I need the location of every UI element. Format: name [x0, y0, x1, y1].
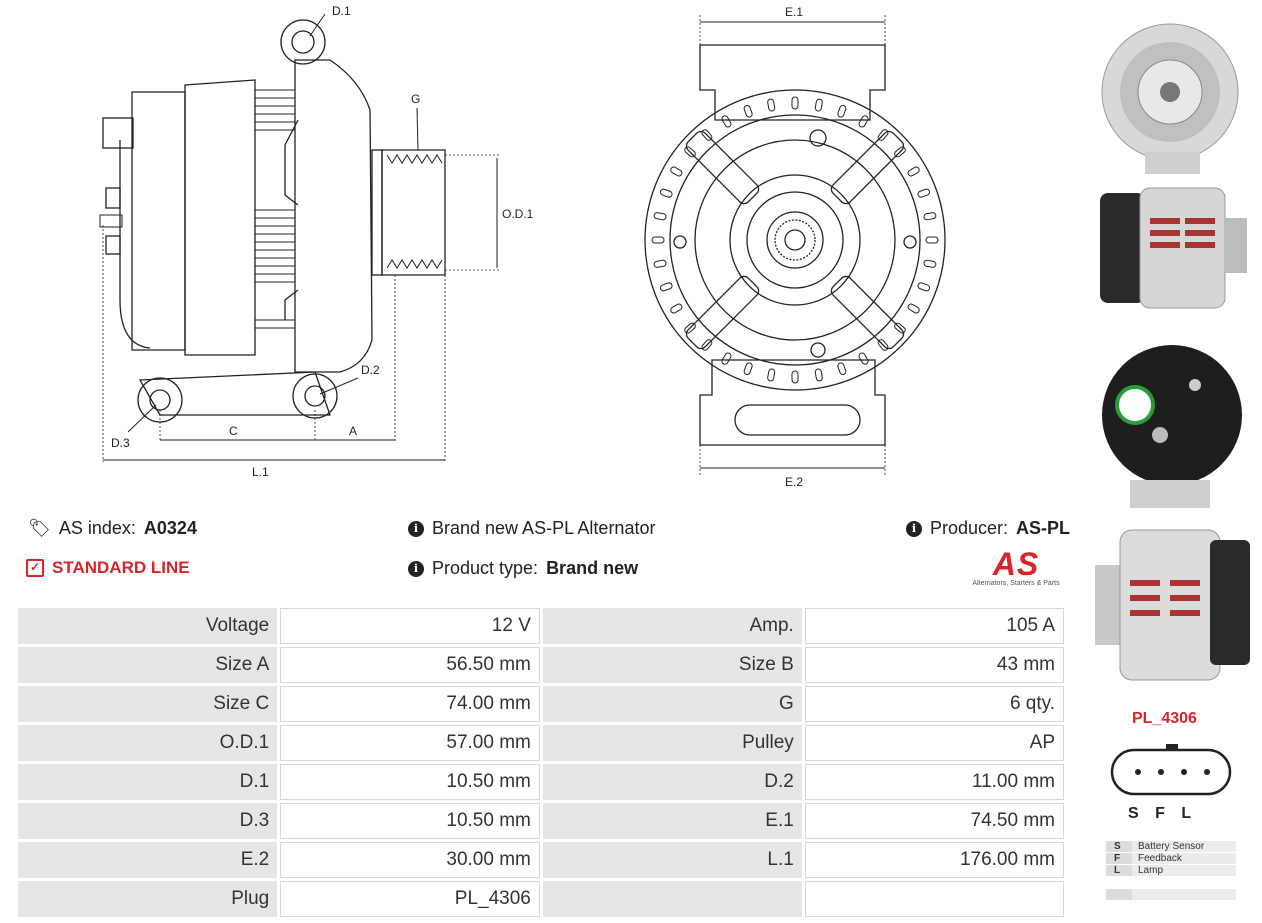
spec-value [804, 881, 1064, 917]
spec-label [542, 881, 802, 917]
label-d2: D.2 [361, 363, 380, 377]
legend-row [1106, 889, 1236, 900]
legend-key: L [1106, 865, 1132, 876]
spec-label: L.1 [542, 842, 802, 878]
spec-value: 176.00 mm [804, 842, 1064, 878]
spec-value: 11.00 mm [804, 764, 1064, 800]
legend-key [1106, 889, 1132, 900]
label-d1: D.1 [332, 4, 351, 18]
standard-line-label: STANDARD LINE [52, 558, 190, 577]
checkbox-icon: ✓ [26, 559, 44, 577]
info-icon: i [906, 520, 922, 537]
spec-value: 6 qty. [804, 686, 1064, 722]
brand-info: i Brand new AS-PL Alternator [408, 518, 655, 539]
spec-value: 43 mm [804, 647, 1064, 683]
logo-mark: AS [992, 546, 1040, 582]
legend-value [1132, 889, 1236, 900]
product-photo-top [1095, 529, 1250, 681]
product-photo-front [1101, 23, 1239, 174]
info-icon: i [408, 560, 424, 577]
spec-value: 57.00 mm [280, 725, 540, 761]
spec-value: 56.50 mm [280, 647, 540, 683]
as-index: 🏷 AS index: A0324 [28, 518, 197, 539]
as-index-label: AS index: [58, 518, 136, 538]
spec-label: Size C [18, 686, 278, 722]
as-index-value: A0324 [143, 518, 197, 538]
spec-value: 12 V [280, 608, 540, 644]
product-photo-side [1100, 187, 1247, 309]
plug-pins: S F L [1128, 805, 1198, 822]
spec-value: 74.00 mm [280, 686, 540, 722]
product-type-value: Brand new [546, 558, 639, 578]
spec-value: 10.50 mm [280, 803, 540, 839]
spec-label: Size B [542, 647, 802, 683]
legend-value: Lamp [1132, 865, 1236, 876]
spec-label: O.D.1 [18, 725, 278, 761]
spec-label: Voltage [18, 608, 278, 644]
spec-label: Size A [18, 647, 278, 683]
info-icon: i [408, 520, 424, 537]
label-g: G [411, 92, 420, 106]
product-type: i Product type: Brand new [408, 558, 638, 579]
spec-value: 105 A [804, 608, 1064, 644]
legend-key: S [1106, 841, 1132, 852]
legend-value: Feedback [1132, 853, 1236, 864]
label-l1: L.1 [252, 465, 269, 479]
producer-label: Producer: [930, 518, 1009, 538]
label-od1: O.D.1 [502, 207, 534, 221]
spec-label: D.1 [18, 764, 278, 800]
spec-label: Amp. [542, 608, 802, 644]
spec-label: Pulley [542, 725, 802, 761]
plug-connector-icon [1110, 744, 1232, 796]
label-c: C [229, 424, 238, 438]
product-photo-rear [1102, 345, 1242, 508]
logo-tagline: Alternators, Starters & Parts [972, 580, 1060, 587]
product-type-label: Product type: [432, 558, 539, 578]
spec-label: E.1 [542, 803, 802, 839]
brand-text: Brand new AS-PL Alternator [432, 518, 656, 538]
spec-label: E.2 [18, 842, 278, 878]
spec-label: Plug [18, 881, 278, 917]
spec-value: AP [804, 725, 1064, 761]
label-a: A [349, 424, 357, 438]
label-e2: E.2 [785, 475, 803, 489]
legend-key: F [1106, 853, 1132, 864]
spec-label: G [542, 686, 802, 722]
tags-icon: 🏷 [28, 518, 51, 538]
front-view-drawing: E.1 E.2 [644, 5, 946, 489]
spec-label: D.2 [542, 764, 802, 800]
spec-label: D.3 [18, 803, 278, 839]
spec-value: 10.50 mm [280, 764, 540, 800]
label-d3: D.3 [111, 436, 130, 450]
producer-value: AS-PL [1016, 518, 1071, 538]
plug-name: PL_4306 [1132, 710, 1197, 727]
spec-value: 74.50 mm [804, 803, 1064, 839]
legend-value: Battery Sensor [1132, 841, 1236, 852]
label-e1: E.1 [785, 5, 803, 19]
producer: i Producer: AS-PL [906, 518, 1070, 539]
spec-value: PL_4306 [280, 881, 540, 917]
spec-value: 30.00 mm [280, 842, 540, 878]
standard-line: ✓ STANDARD LINE [26, 558, 190, 578]
side-view-drawing: D.1 G O.D.1 D.2 D.3 C A L.1 [99, 4, 534, 479]
as-pl-logo: AS Alternators, Starters & Parts [966, 548, 1066, 592]
